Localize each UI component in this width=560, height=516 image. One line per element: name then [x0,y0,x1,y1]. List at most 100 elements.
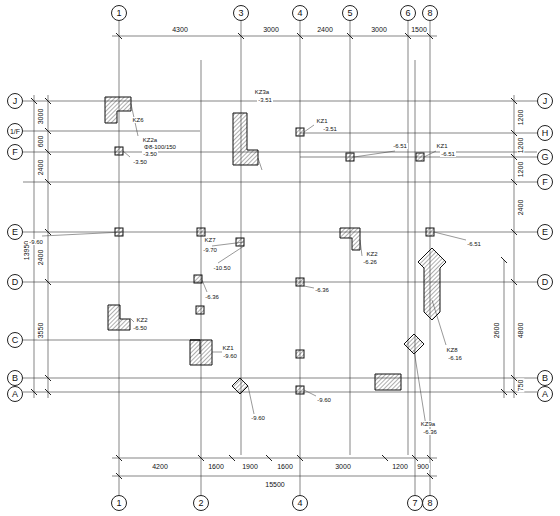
column-annotation: KZ9a [420,421,436,427]
dimension-text: 2400 [37,158,44,176]
axis-bubble: 7 [407,495,423,511]
dimension-text: 3000 [37,107,44,125]
column-annotation: -9.60 [250,415,266,421]
axis-bubble: F [7,144,23,160]
axis-bubble: 4 [292,495,308,511]
dimension-text: 1600 [276,463,294,470]
axis-bubble: A [537,386,553,402]
axis-bubble: 6 [400,5,416,21]
column-annotation: -6.36 [422,429,438,435]
column-annotation: KZ1 [435,143,448,149]
dimension-text: 1900 [241,463,259,470]
axis-bubble: 5 [342,5,358,21]
column-annotation: KZ3a [254,89,270,95]
dimension-text: 2400 [37,248,44,266]
dimension-text: 2600 [493,321,500,339]
column-annotation: -6.26 [362,259,378,265]
dimension-text: 600 [38,134,45,148]
axis-label: C [12,336,19,345]
axis-label: B [12,374,18,383]
axis-label: A [12,390,18,399]
column-annotation: -6.51 [440,151,456,157]
axis-bubble: D [537,274,553,290]
dimension-text: 1500 [410,26,428,33]
axis-label: E [12,228,18,237]
column-annotation: -6.36 [204,294,220,300]
dimension-text: 1600 [207,463,225,470]
column-annotation: -6.51 [392,143,408,149]
axis-bubble: 8 [422,495,438,511]
dimension-text: 1200 [517,108,524,126]
dimension-text: 2400 [517,198,524,216]
column-annotation: KZ2a [142,137,158,143]
dimension-text: 4800 [517,321,524,339]
dimension-text: 1200 [391,463,409,470]
dimension-text: 4200 [151,463,169,470]
axis-label: B [542,374,548,383]
axis-label: 4 [297,499,302,508]
axis-label: 7 [412,499,417,508]
column-annotation: -9.60 [316,397,332,403]
dimension-text: 4300 [171,26,189,33]
dimension-text: 1200 [517,136,524,154]
axis-label: H [542,129,549,138]
axis-label: 5 [347,9,352,18]
axis-bubble: H [537,125,553,141]
column-annotation: -9.60 [222,353,238,359]
column-annotation: -6.36 [314,287,330,293]
column-annotation: -6.51 [466,241,482,247]
axis-label: 2 [198,499,203,508]
column-annotation: -3.51 [257,97,273,103]
dimension-text: 3550 [37,321,44,339]
axis-label: G [541,153,548,162]
axis-bubble: 1 [111,495,127,511]
column-annotation: -3.50 [142,151,158,157]
axis-label: E [542,228,548,237]
axis-label: 3 [238,9,243,18]
axis-bubble: 3 [233,5,249,21]
axis-label: F [12,148,18,157]
axis-label: D [12,278,19,287]
column-annotation: -3.51 [322,126,338,132]
column-annotation: KZ2 [365,251,378,257]
axis-bubble: F [537,174,553,190]
dimension-text: 2400 [316,26,334,33]
axis-bubble: B [7,370,23,386]
axis-bubble: G [537,149,553,165]
axis-label: D [542,278,549,287]
column-annotation: KZ1 [221,345,234,351]
axis-label: A [542,390,548,399]
column-annotation: -6.16 [447,355,463,361]
dimension-text: 15500 [264,481,285,488]
axis-label: 8 [427,499,432,508]
axis-bubble: B [537,370,553,386]
axis-label: 1 [116,9,121,18]
axis-bubble: J [7,93,23,109]
column-annotation: KZ2 [135,317,148,323]
column-annotation: KZ8 [445,347,458,353]
column-annotation: -9.60 [28,239,44,245]
column-annotation: -3.50 [132,159,148,165]
axis-bubble: J [537,93,553,109]
column-annotation: KZ7 [203,237,216,243]
axis-bubble: 4 [292,5,308,21]
axis-label: 8 [427,9,432,18]
dimension-text: 750 [518,378,525,392]
dimension-text: 3000 [334,463,352,470]
column-annotation: -10.50 [212,265,231,271]
axis-label: J [13,97,18,106]
axis-bubble: E [7,224,23,240]
column-annotation: Φ8-100/150 [143,144,177,150]
axis-bubble: 1/F [7,123,23,139]
axis-bubble: C [7,332,23,348]
axis-label: 4 [297,9,302,18]
axis-label: 1/F [10,128,20,135]
axis-label: 6 [405,9,410,18]
axis-bubble: 1 [111,5,127,21]
column-annotation: -6.50 [132,325,148,331]
axis-bubble: 8 [422,5,438,21]
axis-label: F [542,178,548,187]
axis-bubble: A [7,386,23,402]
axis-bubble: 2 [193,495,209,511]
